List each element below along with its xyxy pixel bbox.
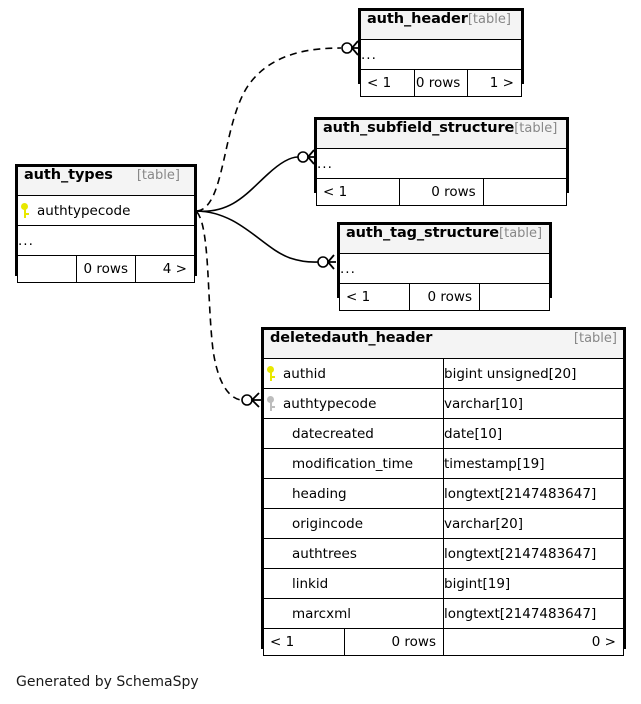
table-footer-row: < 1 0 rows 0 > [263,628,624,656]
crowsfoot-many [326,254,336,270]
column-type: longtext[2147483647] [443,598,624,629]
table-header-row: auth_subfield_structure [table] [316,119,567,149]
column-type: timestamp[19] [443,448,624,479]
footer-parents: < 1 [339,283,410,311]
table-row: authtrees longtext[2147483647] [263,538,624,569]
column-name: authtrees [292,545,357,562]
column-name: marcxml [292,605,351,622]
footer-parents [17,255,77,283]
primary-key-icon [266,366,275,381]
table-row: authtypecode varchar[10] [263,388,624,419]
diagram-caption: Generated by SchemaSpy [16,674,199,690]
footer-rowcount: 0 rows [76,255,136,283]
table-footer-row: 0 rows 4 > [17,255,195,283]
table-row: ... [17,225,195,256]
column-name: origincode [292,515,363,532]
table-type-tag: [table] [573,331,617,346]
footer-parents: < 1 [360,69,415,97]
table-header-row: deletedauth_header [table] [263,329,624,359]
footer-children: 0 > [443,628,624,656]
crowsfoot-many [250,392,261,408]
table-type-tag: [table] [467,12,511,27]
table-row: authtypecode [17,195,195,226]
table-auth_header[interactable]: auth_header [table] ... < 1 0 rows 1 > [358,8,524,97]
table-row: ... [316,148,567,179]
table-row: origincode varchar[20] [263,508,624,539]
columns-ellipsis: ... [360,39,522,70]
table-type-tag: [table] [499,226,543,241]
edge-auth_types-to-auth_tag_structure [196,210,336,270]
table-title: auth_subfield_structure [323,120,515,137]
cardinality-zero-circle [341,42,353,54]
table-auth_types[interactable]: auth_types [table] authtypecode ... [15,164,197,283]
cardinality-zero-circle [241,394,253,406]
table-row: linkid bigint[19] [263,568,624,599]
footer-parents: < 1 [315,178,401,206]
table-title: auth_tag_structure [346,225,500,242]
footer-children: 1 > [467,69,522,97]
table-row: ... [339,253,550,284]
column-type: varchar[10] [443,388,624,419]
column-type: varchar[20] [443,508,624,539]
column-type: date[10] [443,418,624,449]
column-name: authtypecode [37,202,131,219]
table-header-row: auth_types [table] [17,166,195,196]
footer-rowcount: 0 rows [344,629,443,655]
table-row: ... [360,39,522,70]
table-row: authid bigint unsigned[20] [263,358,624,389]
footer-rowcount: 0 rows [409,283,480,311]
column-name: modification_time [292,455,414,472]
edge-auth_types-to-deletedauth_header [196,211,261,408]
primary-key-icon [20,203,29,218]
table-row: datecreated date[10] [263,418,624,449]
table-auth_subfield_structure[interactable]: auth_subfield_structure [table] ... < 1 … [314,117,569,206]
table-deletedauth_header[interactable]: deletedauth_header [table] authid bigint… [261,327,626,656]
column-name: heading [292,485,347,502]
table-row: modification_time timestamp[19] [263,448,624,479]
column-type: bigint[19] [443,568,624,599]
footer-rowcount: 0 rows [413,69,469,97]
column-name: datecreated [292,425,374,442]
table-footer-row: < 1 0 rows [315,178,568,206]
column-type: longtext[2147483647] [443,538,624,569]
table-footer-row: < 1 0 rows 1 > [360,69,522,97]
table-row: heading longtext[2147483647] [263,478,624,509]
table-title: auth_types [24,167,113,184]
column-type: bigint unsigned[20] [443,358,624,389]
table-type-tag: [table] [514,121,558,136]
table-type-tag: [table] [136,168,180,183]
columns-ellipsis: ... [17,225,195,256]
table-title: auth_header [367,11,468,28]
column-type: longtext[2147483647] [443,478,624,509]
column-name: authid [283,365,326,382]
table-header-row: auth_tag_structure [table] [339,224,550,254]
foreign-key-icon [266,396,275,411]
table-row: marcxml longtext[2147483647] [263,598,624,629]
table-header-row: auth_header [table] [360,10,522,40]
edge-auth_types-to-auth_subfield_structure [196,149,316,212]
footer-children: 4 > [135,255,195,283]
table-auth_tag_structure[interactable]: auth_tag_structure [table] ... < 1 0 row… [337,222,552,311]
cardinality-zero-circle [317,256,329,268]
footer-parents: < 1 [264,629,346,655]
footer-children [479,283,550,311]
columns-ellipsis: ... [339,253,550,284]
footer-rowcount: 0 rows [399,178,484,206]
column-name: linkid [292,575,329,592]
footer-children [482,178,568,206]
columns-ellipsis: ... [316,148,567,179]
column-name: authtypecode [283,395,377,412]
table-title: deletedauth_header [270,330,433,347]
cardinality-zero-circle [297,151,309,163]
table-footer-row: < 1 0 rows [339,283,550,311]
